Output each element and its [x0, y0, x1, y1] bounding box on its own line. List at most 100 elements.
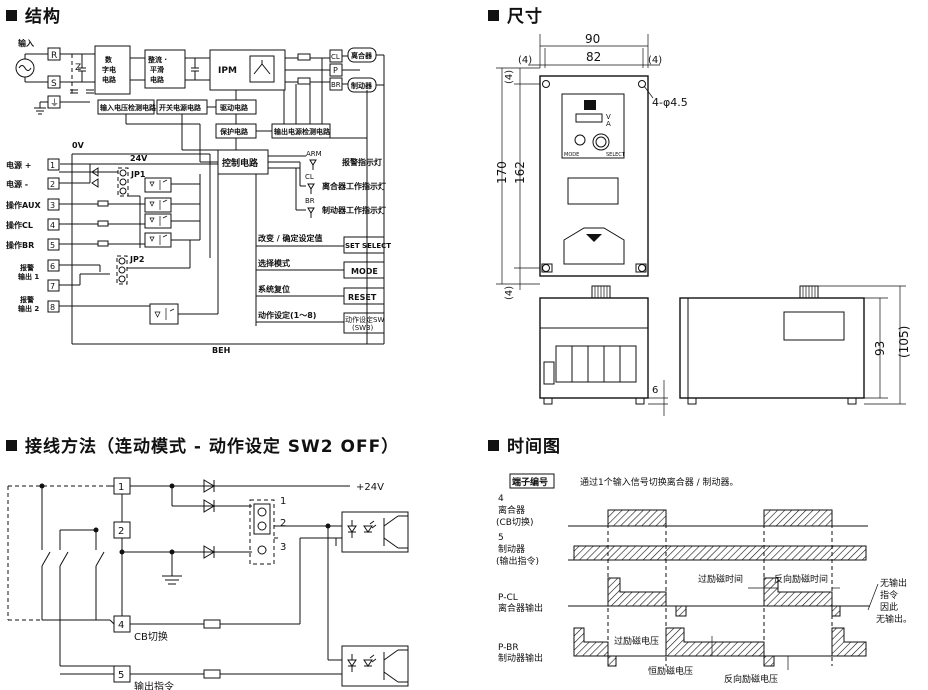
terminal-no-box	[509, 473, 555, 489]
timing-desc: 通过1个输入信号切换离合器 / 制动器。	[580, 476, 738, 488]
dim-depth: 93	[873, 341, 887, 356]
svg-text:无输出。: 无输出。	[876, 613, 912, 625]
svg-text:4: 4	[118, 620, 124, 631]
front-view-housing	[539, 75, 649, 277]
svg-text:ARM: ARM	[306, 150, 322, 158]
over-excitation-voltage-label: 过励磁电压	[614, 635, 659, 647]
dimensions-drawing: 90 82 (4) (4) 4-φ4.5 V A MODE SELECT 170…	[495, 32, 911, 416]
side-view-left	[539, 297, 649, 399]
svg-text:P-CL: P-CL	[498, 593, 518, 603]
title-wiring: 接线方法（连动模式 - 动作设定 SW2 OFF）	[6, 432, 399, 457]
block-rectifier	[144, 49, 186, 89]
svg-text:1: 1	[50, 161, 55, 170]
svg-text:保护电路: 保护电路	[219, 127, 249, 136]
label-window	[567, 177, 619, 205]
svg-text:离合器: 离合器	[351, 51, 373, 60]
optocoupler-1	[144, 177, 172, 193]
svg-text:A: A	[606, 120, 611, 128]
block-control	[217, 149, 269, 175]
svg-text:MODE: MODE	[564, 152, 579, 158]
led-label-brake: 制动器工作指示灯	[322, 205, 386, 215]
dim-base: 6	[652, 385, 658, 396]
svg-text:V: V	[606, 113, 611, 121]
svg-text:开关电源电路: 开关电源电路	[159, 103, 202, 112]
block-surge	[94, 45, 131, 95]
svg-text:JP2: JP2	[129, 255, 144, 264]
svg-text:7: 7	[50, 282, 55, 291]
output-cmd-label: 输出指令	[134, 680, 174, 690]
svg-text:5: 5	[498, 533, 504, 543]
svg-text:2: 2	[280, 518, 286, 529]
mount-hole-icon	[542, 80, 550, 88]
svg-text:无输出: 无输出	[880, 577, 907, 589]
dim-width-inner: 82	[586, 50, 601, 64]
svg-text:(4): (4)	[504, 70, 515, 84]
optocoupler-4	[144, 232, 172, 248]
terminal-cover	[563, 227, 625, 265]
title-structure: 结构	[6, 2, 61, 27]
dim-depth-total: (105)	[897, 326, 911, 358]
svg-text:操作BR: 操作BR	[6, 240, 34, 250]
wiring-24v-label: +24V	[356, 482, 384, 493]
svg-text:1: 1	[118, 482, 124, 493]
svg-text:驱动电路: 驱动电路	[220, 103, 249, 112]
wiring-resistor-2	[203, 669, 221, 679]
svg-text:数: 数	[105, 55, 113, 64]
svg-text:(CB切换): (CB切换)	[496, 516, 533, 528]
svg-text:SET SELECT: SET SELECT	[345, 242, 391, 250]
diode-mid-icon	[203, 499, 215, 513]
svg-text:动作设定SW: 动作设定SW	[345, 315, 384, 324]
cb-switch-label: CB切换	[134, 630, 168, 643]
signal-row5	[568, 545, 867, 561]
svg-text:RESET: RESET	[348, 293, 377, 302]
optocoupler-3	[144, 213, 172, 229]
svg-text:1: 1	[280, 496, 286, 507]
svg-text:输出 2: 输出 2	[18, 304, 39, 313]
select-knob-icon	[592, 133, 610, 151]
dim-height-inner: 162	[513, 161, 527, 184]
led-label-clutch: 离合器工作指示灯	[322, 181, 386, 191]
svg-text:控制电路: 控制电路	[222, 157, 259, 169]
signal-pbr	[573, 627, 867, 667]
input-label: 输入	[18, 38, 34, 48]
switch-label-set: 改变 / 确定设定值	[258, 233, 323, 243]
wiring-jp-box	[249, 499, 275, 565]
svg-text:4: 4	[498, 494, 504, 504]
svg-text:⏚: ⏚	[50, 98, 59, 109]
svg-text:0V: 0V	[72, 141, 85, 150]
side-label-window	[783, 311, 845, 341]
svg-text:输入电压检测电路: 输入电压检测电路	[100, 103, 157, 112]
svg-text:2: 2	[118, 526, 124, 537]
mode-knob-icon	[574, 134, 586, 146]
svg-text:操作AUX: 操作AUX	[6, 200, 41, 210]
svg-text:制动器: 制动器	[498, 543, 525, 555]
svg-text:3: 3	[50, 201, 55, 210]
svg-text:电源 +: 电源 +	[6, 160, 32, 170]
svg-text:P-BR: P-BR	[498, 643, 519, 653]
svg-text:S: S	[51, 79, 57, 89]
reverse-excitation-time-label: 反向励磁时间	[774, 573, 828, 585]
led-cl-icon	[307, 183, 315, 190]
svg-text:操作CL: 操作CL	[6, 220, 33, 230]
svg-text:2: 2	[50, 180, 55, 189]
svg-text:指令: 指令	[880, 589, 898, 601]
terminal-block	[555, 345, 637, 383]
svg-text:(输出指令): (输出指令)	[496, 555, 539, 567]
structure-diagram: 输入 R S ⏚ Z 数 字电 电路 整流 · 平滑 电路 IPM	[6, 38, 391, 355]
svg-text:6: 6	[50, 262, 55, 271]
side-view-right	[679, 297, 865, 399]
svg-text:(4): (4)	[518, 55, 532, 66]
signal-row4	[568, 509, 868, 527]
svg-text:电路: 电路	[150, 75, 165, 84]
svg-text:整流 ·: 整流 ·	[147, 55, 167, 64]
svg-text:JP1: JP1	[130, 170, 146, 179]
switch-label-sw3: 动作设定(1～8)	[258, 310, 316, 320]
svg-text:BEH: BEH	[212, 346, 230, 355]
dim-height-total: 170	[495, 161, 509, 184]
svg-text:R: R	[51, 51, 57, 61]
control-panel	[561, 93, 625, 159]
svg-text:离合器输出: 离合器输出	[498, 602, 543, 614]
svg-text:端子编号: 端子编号	[512, 476, 548, 488]
wiring-resistor-1	[203, 619, 221, 629]
led-br-icon	[307, 207, 315, 214]
